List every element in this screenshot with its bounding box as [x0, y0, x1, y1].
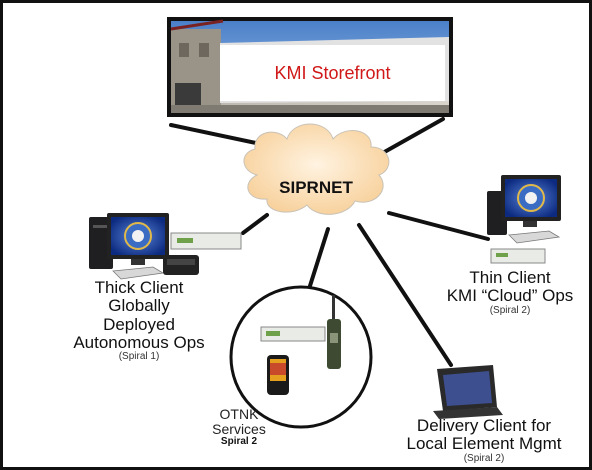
thin-client-caption: Thin Client KMI “Cloud” Ops (Spiral 2): [435, 268, 585, 317]
thick-client-line-4: Autonomous Ops: [73, 333, 205, 353]
otnk-spiral: Spiral 2: [220, 436, 258, 448]
thick-client-line-3: Deployed: [103, 314, 175, 334]
thick-client-spiral: (Spiral 1): [118, 351, 160, 363]
otnk-services-circle: [229, 285, 373, 429]
thick-client-caption: Thick Client Globally Deployed Autonomou…: [59, 278, 219, 363]
thin-client-spiral: (Spiral 2): [489, 304, 531, 316]
otnk-line-1: OTNK: [219, 406, 259, 422]
storefront-sign: KMI Storefront: [220, 45, 445, 101]
delivery-client-image: [433, 365, 503, 419]
link-thin-client: [387, 211, 490, 241]
link-thick-client: [241, 213, 269, 235]
thick-client-line-2: Globally: [108, 296, 170, 316]
otnk-caption: OTNK Services Spiral 2: [199, 406, 279, 448]
thick-client-image: [89, 213, 242, 280]
delivery-client-line-2: Local Element Mgmt: [406, 434, 562, 454]
delivery-client-caption: Delivery Client for Local Element Mgmt (…: [389, 416, 579, 465]
delivery-client-line-1: Delivery Client for: [416, 416, 552, 435]
thick-client-line-1: Thick Client: [94, 278, 184, 297]
thin-client-image: [487, 175, 561, 264]
link-delivery-client: [357, 223, 453, 367]
siprnet-cloud: [243, 123, 390, 215]
delivery-client-spiral: (Spiral 2): [463, 452, 505, 464]
otnk-line-2: Services: [212, 421, 266, 438]
storefront-label: KMI Storefront: [274, 62, 391, 83]
thin-client-line-2: KMI “Cloud” Ops: [446, 286, 574, 306]
siprnet-label: SIPRNET: [279, 178, 353, 197]
thin-client-line-1: Thin Client: [469, 268, 551, 287]
